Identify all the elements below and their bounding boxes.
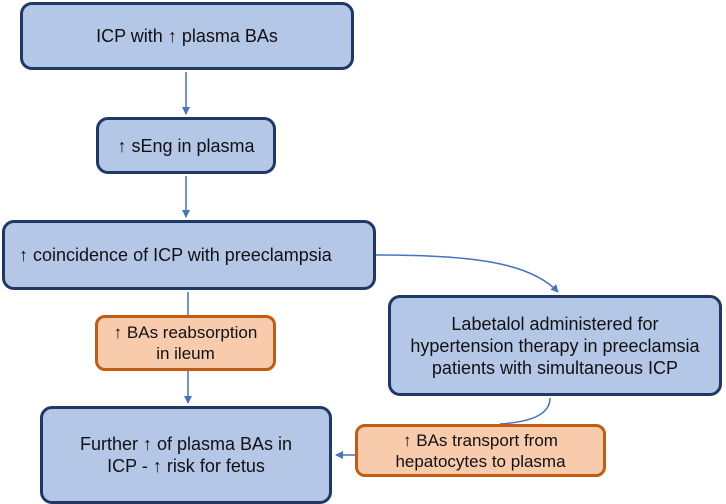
node-further-label: Further ↑ of plasma BAs in ICP - ↑ risk … — [79, 434, 293, 476]
node-labetalol-label: Labetalol administered for hypertension … — [410, 313, 700, 378]
node-preeclampsia-coincidence: ↑ coincidence of ICP with preeclampsia — [2, 220, 376, 290]
arrow-preeclampsia-to-labetalol — [375, 254, 559, 293]
node-bas-transport: ↑ BAs transport from hepatocytes to plas… — [355, 424, 606, 477]
node-seng-label: ↑ sEng in plasma — [117, 135, 255, 156]
node-reabsorption-label: ↑ BAs reabsorption in ileum — [113, 323, 258, 363]
node-preeclampsia-label: ↑ coincidence of ICP with preeclampsia — [19, 245, 332, 265]
node-seng-plasma: ↑ sEng in plasma — [96, 117, 276, 174]
node-labetalol-therapy: Labetalol administered for hypertension … — [388, 295, 722, 396]
node-further-bas-risk: Further ↑ of plasma BAs in ICP - ↑ risk … — [40, 406, 332, 504]
node-transport-label: ↑ BAs transport from hepatocytes to plas… — [395, 430, 566, 471]
arrow-labetalol-to-further — [499, 397, 551, 425]
node-icp-label: ICP with ↑ plasma BAs — [96, 26, 278, 46]
node-bas-reabsorption: ↑ BAs reabsorption in ileum — [95, 315, 276, 371]
node-icp-plasma-bas: ICP with ↑ plasma BAs — [20, 2, 354, 70]
